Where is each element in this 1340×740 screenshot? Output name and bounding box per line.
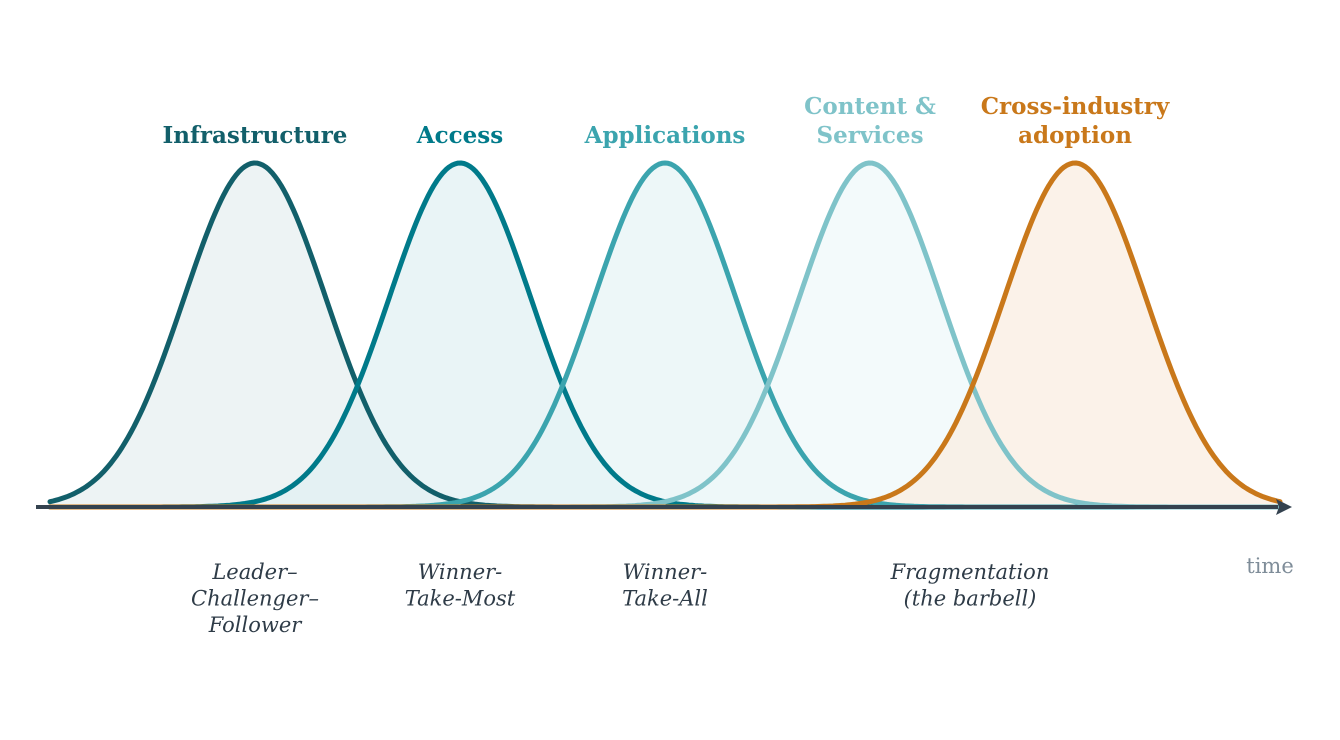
regime-label-line: Leader– — [211, 560, 297, 584]
regime-label-line: Take-Most — [405, 587, 516, 611]
regime-label-line: (the barbell) — [904, 587, 1037, 611]
regime-label-2: Winner- Take-Most — [405, 560, 516, 611]
regime-label-line: Fragmentation — [890, 560, 1050, 584]
curve-title-line: Services — [816, 122, 923, 149]
curve-title-line: Cross-industry — [981, 93, 1170, 120]
regime-label-1: Leader– Challenger–Follower — [191, 560, 319, 637]
regime-label-line: Challenger– — [191, 587, 319, 611]
regime-label-line: Follower — [208, 613, 304, 637]
curve-area-3 — [50, 163, 1280, 507]
curve-titles: Infrastructure Access Applications Content … — [163, 93, 1170, 149]
curve-title-line: Content & — [804, 93, 936, 120]
axis-label: time — [1246, 554, 1294, 578]
axis-arrow-icon — [1276, 499, 1292, 515]
curve-title-line: Infrastructure — [163, 122, 348, 149]
curve-area-5 — [50, 163, 1280, 507]
time-axis: time — [36, 499, 1294, 578]
regime-label-line: Winner- — [623, 560, 708, 584]
curve-title-1: Infrastructure — [163, 122, 348, 149]
curve-title-3: Applications — [584, 122, 746, 149]
regime-label-line: Winner- — [418, 560, 503, 584]
regime-label-4: Fragmentation (the barbell) — [890, 560, 1050, 611]
curve-area-2 — [50, 163, 1280, 507]
curve-title-line: Access — [416, 122, 503, 149]
curve-fills — [50, 163, 1280, 507]
curve-title-line: adoption — [1018, 122, 1132, 149]
curve-title-2: Access — [416, 122, 503, 149]
curve-title-4: Content &Services — [804, 93, 936, 149]
regime-label-3: Winner- Take-All — [622, 560, 708, 611]
regime-label-line: Take-All — [622, 587, 708, 611]
curve-title-line: Applications — [584, 122, 746, 149]
market-regime-labels: Leader– Challenger–Follower Winner- Take-Mo… — [191, 560, 1049, 637]
